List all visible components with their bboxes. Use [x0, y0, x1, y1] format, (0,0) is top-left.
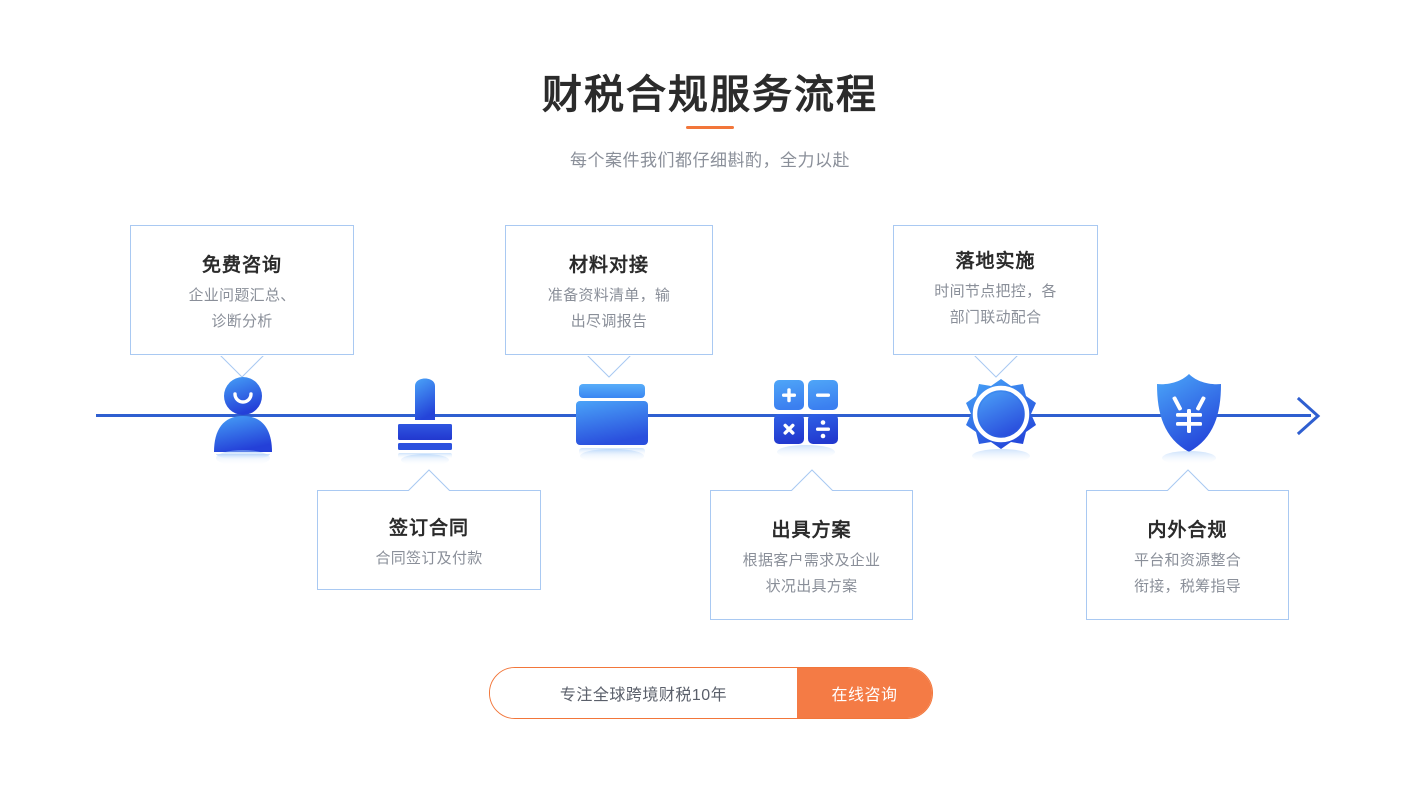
- cta-text: 专注全球跨境财税10年: [490, 668, 797, 718]
- step-desc: 准备资料清单，输出尽调报告: [547, 287, 671, 330]
- step-desc: 企业问题汇总、诊断分析: [188, 287, 296, 330]
- timeline-axis: [96, 414, 1311, 417]
- card-tail: [406, 468, 452, 493]
- user-person-icon: [205, 372, 281, 477]
- title-underline-rule: [686, 126, 734, 129]
- card-tail: [789, 468, 834, 493]
- step-title: 出具方案: [771, 520, 852, 541]
- step-title: 签订合同: [388, 518, 469, 539]
- step-title: 免费咨询: [201, 255, 282, 276]
- card-tail: [219, 354, 265, 379]
- stamp-seal-icon: [390, 372, 460, 477]
- step-title: 落地实施: [955, 251, 1036, 272]
- page-subtitle: 每个案件我们都仔细斟酌，全力以赴: [570, 151, 850, 170]
- card-tail: [586, 354, 632, 379]
- step-card-3[interactable]: 材料对接 准备资料清单，输出尽调报告: [505, 225, 713, 378]
- step-card-1[interactable]: 免费咨询 企业问题汇总、诊断分析: [130, 225, 354, 378]
- step-desc: 时间节点把控，各部门联动配合: [934, 283, 1057, 326]
- page-title: 财税合规服务流程: [542, 73, 878, 117]
- card-tail: [1165, 468, 1210, 493]
- card-tail: [973, 354, 1018, 379]
- step-desc: 合同签订及付款: [375, 550, 483, 567]
- calculator-icon: [772, 378, 844, 473]
- step-title: 内外合规: [1147, 520, 1228, 541]
- step-card-2[interactable]: 签订合同 合同签订及付款: [317, 469, 541, 590]
- step-title: 材料对接: [568, 255, 649, 276]
- arrow-right-icon: [1296, 396, 1322, 436]
- step-card-5[interactable]: 落地实施 时间节点把控，各部门联动配合: [893, 225, 1098, 378]
- step-card-6[interactable]: 内外合规 平台和资源整合衔接，税筹指导: [1086, 469, 1289, 620]
- online-consult-button[interactable]: 在线咨询: [797, 668, 932, 718]
- step-card-4[interactable]: 出具方案 根据客户需求及企业状况出具方案: [710, 469, 913, 620]
- folder-tray-icon: [573, 380, 651, 475]
- cta-bar[interactable]: 专注全球跨境财税10年 在线咨询: [489, 667, 933, 719]
- shield-yuan-icon: [1152, 372, 1226, 477]
- step-desc: 平台和资源整合衔接，税筹指导: [1133, 552, 1242, 595]
- gear-badge-icon: [962, 378, 1040, 475]
- step-desc: 根据客户需求及企业状况出具方案: [742, 552, 881, 595]
